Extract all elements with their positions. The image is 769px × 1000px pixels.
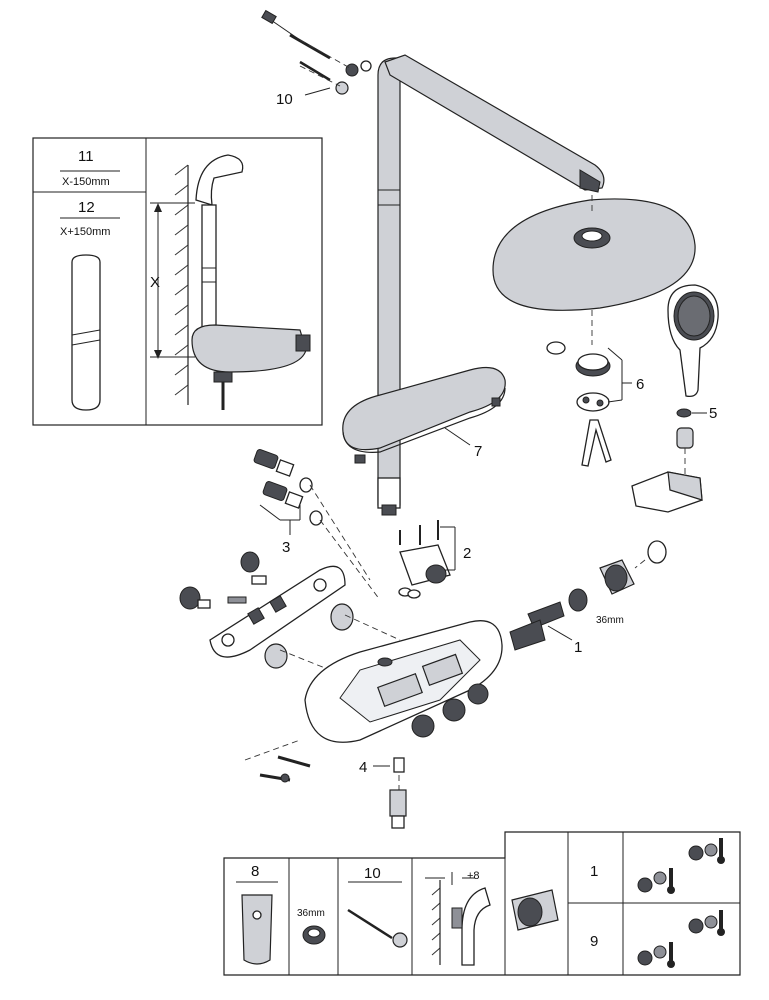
callout-7: 7: [474, 443, 482, 460]
callout-6: 6: [636, 376, 644, 393]
inset-panel: [32, 137, 323, 426]
inset-item-12: 12: [78, 199, 95, 216]
head-shower-insert-parts: [546, 310, 632, 467]
inset-x-label: X: [150, 274, 160, 291]
callout-10: 10: [276, 91, 293, 108]
callout-3: 3: [282, 539, 290, 556]
table-offset: +8: [467, 870, 480, 882]
inset-item-11-dim: X-150mm: [62, 176, 110, 188]
bottom-tool-table: [223, 831, 741, 976]
connector-parts: [253, 449, 381, 601]
table-tool-8: 8: [251, 863, 259, 880]
shower-arm: [384, 54, 605, 193]
wall-fixing-set: [261, 9, 372, 96]
callout-5: 5: [709, 405, 717, 422]
thermostat-body: [304, 620, 503, 743]
hose-washer-and-nut: [676, 408, 707, 475]
table-screw-10: 10: [364, 865, 381, 882]
head-shower: [492, 195, 696, 311]
table-row-9: 9: [590, 933, 598, 950]
wrench-size-label: 36mm: [596, 615, 624, 626]
inset-item-12-dim: X+150mm: [60, 226, 110, 238]
callout-2: 2: [463, 545, 471, 562]
hand-shower-holder: [631, 471, 703, 513]
callout-1: 1: [574, 639, 582, 656]
fixing-screws: [244, 739, 311, 783]
shelf-tray: [342, 367, 506, 464]
inset-item-11: 11: [78, 148, 94, 165]
hand-shower: [667, 284, 719, 398]
mounting-plate: [209, 565, 346, 658]
part-4-nut-and-fitting: [373, 757, 407, 829]
valve-and-screws: [398, 520, 456, 599]
callout-4: 4: [359, 759, 367, 776]
table-ring-size: 36mm: [297, 908, 325, 919]
table-row-1: 1: [590, 863, 598, 880]
inlet-fitting-parts: [509, 540, 667, 651]
wall-connectors: [179, 551, 401, 671]
